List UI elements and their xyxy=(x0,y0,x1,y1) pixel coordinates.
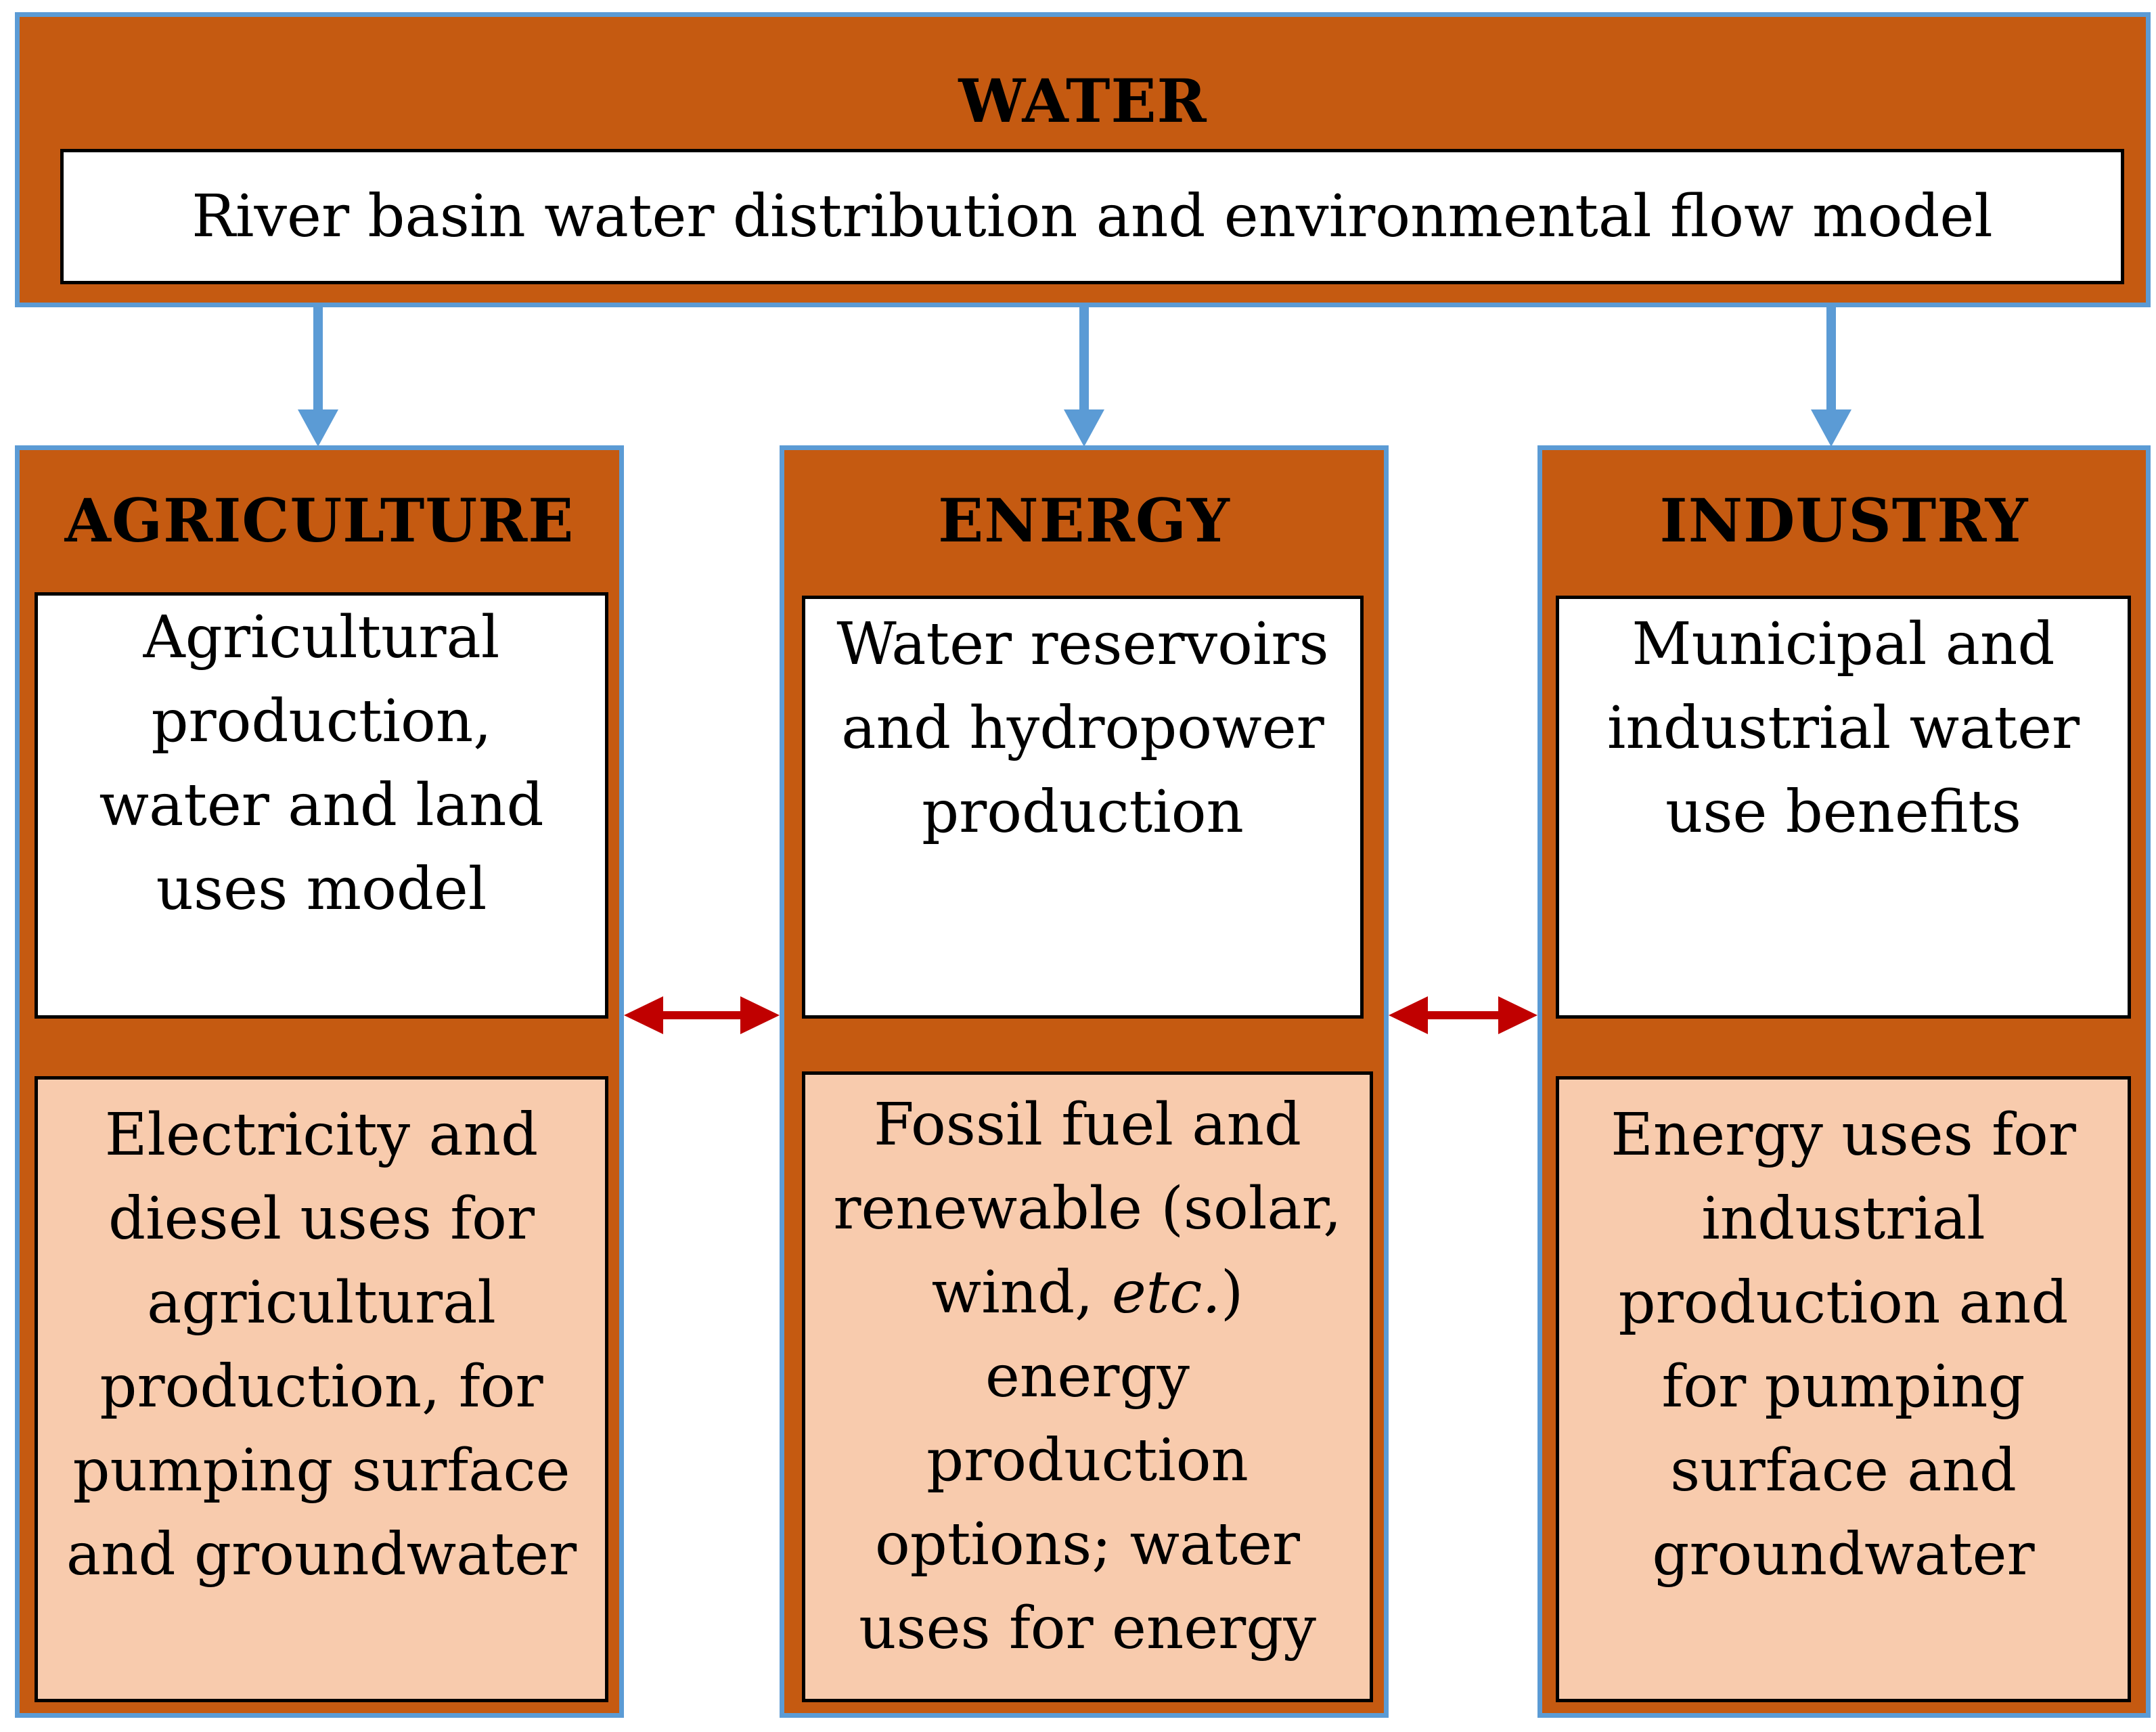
down-arrow-industry xyxy=(1811,307,1851,447)
energy-options-label: Fossil fuel and renewable (solar, wind, … xyxy=(805,1083,1370,1670)
water-title: WATER xyxy=(958,66,1207,136)
link-arrow-agriculture-energy xyxy=(624,996,780,1034)
industry-panel: INDUSTRY Municipal and industrial water … xyxy=(1537,445,2151,1718)
agriculture-energy-box: Electricity and diesel uses for agricult… xyxy=(35,1076,608,1702)
down-arrow-energy xyxy=(1064,307,1104,447)
industry-energy-box: Energy uses for industrial production an… xyxy=(1556,1076,2131,1702)
agriculture-energy-label: Electricity and diesel uses for agricult… xyxy=(66,1101,577,1589)
energy-options-box: Fossil fuel and renewable (solar, wind, … xyxy=(802,1071,1373,1702)
energy-title: ENERGY xyxy=(938,485,1230,556)
agriculture-model-box: Agricultural production, water and land … xyxy=(35,592,608,1019)
water-panel: WATER River basin water distribution and… xyxy=(15,12,2151,307)
water-model-label: River basin water distribution and envir… xyxy=(192,183,1993,250)
industry-title: INDUSTRY xyxy=(1659,485,2029,556)
agriculture-title: AGRICULTURE xyxy=(64,485,575,556)
agriculture-panel: AGRICULTURE Agricultural production, wat… xyxy=(15,445,624,1718)
water-model-box: River basin water distribution and envir… xyxy=(60,149,2124,284)
energy-reservoir-box: Water reservoirs and hydropower producti… xyxy=(802,596,1364,1019)
energy-panel: ENERGY Water reservoirs and hydropower p… xyxy=(780,445,1389,1718)
industry-benefits-label: Municipal and industrial water use benef… xyxy=(1607,610,2080,846)
link-arrow-energy-industry xyxy=(1389,996,1537,1034)
energy-options-text-end: ) energy production options; water uses … xyxy=(859,1259,1316,1662)
industry-benefits-box: Municipal and industrial water use benef… xyxy=(1556,596,2131,1019)
agriculture-model-label: Agricultural production, water and land … xyxy=(99,604,544,923)
energy-reservoir-label: Water reservoirs and hydropower producti… xyxy=(836,610,1329,846)
energy-options-text-italic: etc. xyxy=(1111,1259,1221,1327)
down-arrow-agriculture xyxy=(298,307,338,447)
energy-options-text-start: Fossil fuel and renewable (solar, wind, xyxy=(833,1091,1342,1327)
industry-energy-label: Energy uses for industrial production an… xyxy=(1611,1101,2076,1589)
